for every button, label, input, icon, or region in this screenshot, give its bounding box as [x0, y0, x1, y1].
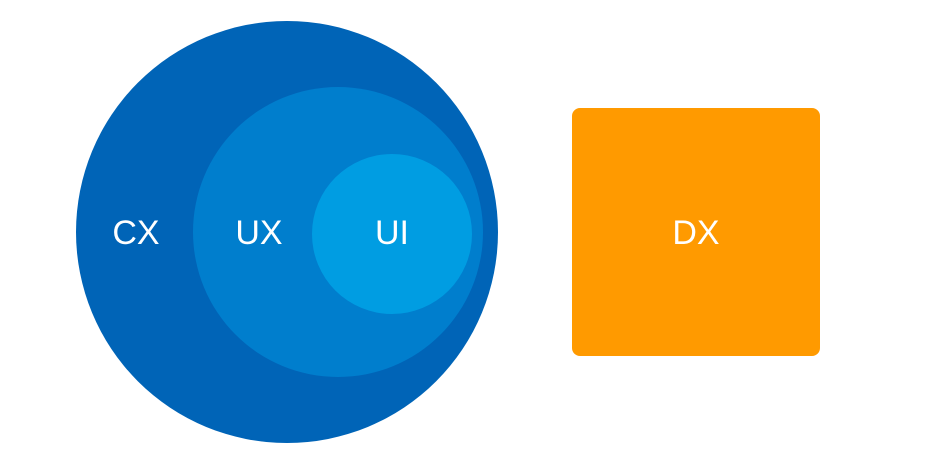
dx-square	[572, 108, 820, 356]
cx-label: CX	[112, 214, 159, 252]
ui-label: UI	[375, 214, 409, 252]
ui-circle	[312, 154, 472, 314]
dx-label: DX	[672, 214, 719, 252]
ux-label: UX	[235, 214, 282, 252]
